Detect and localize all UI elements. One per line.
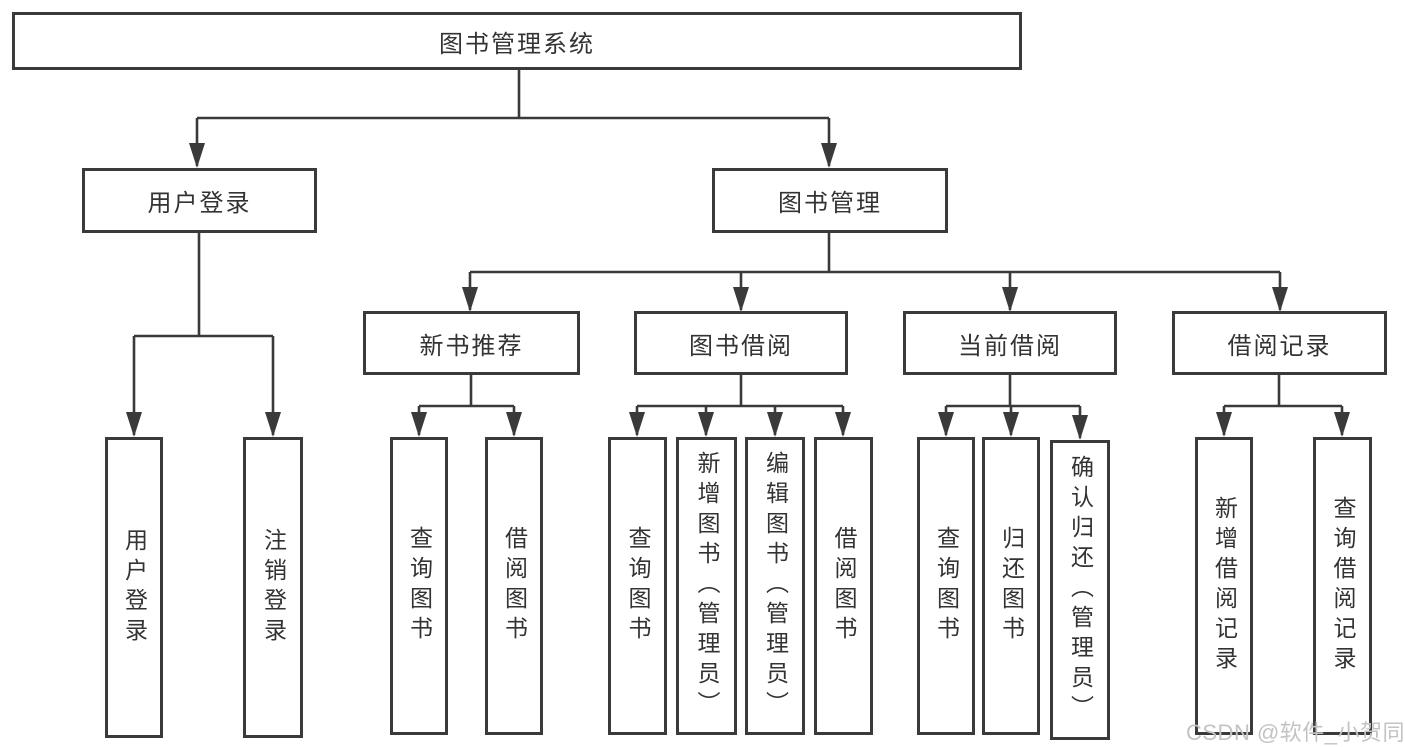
- leaf-logout-label: 注销登录: [260, 527, 287, 648]
- leaf-records-add: 新增借阅记录: [1195, 437, 1253, 735]
- leaf-current-query-label: 查询图书: [933, 526, 960, 646]
- leaf-borrow-query-label: 查询图书: [625, 526, 651, 646]
- leaf-records-query: 查询借阅记录: [1313, 437, 1372, 735]
- connector-userlogin-to-leaves: [134, 233, 273, 338]
- connector-records-to-leaves: [1224, 375, 1342, 408]
- connector-bookmgmt-to-level3: [470, 233, 1280, 274]
- connector-borrow-to-leaves: [637, 375, 843, 408]
- leaf-borrow-query: 查询图书: [608, 437, 667, 735]
- leaf-borrow-borrow-label: 借阅图书: [831, 526, 857, 646]
- leaf-user-login: 用户登录: [105, 437, 163, 738]
- leaf-current-confirm-admin: 确认归还（管理员）: [1050, 440, 1110, 740]
- connector-current-to-leaves: [946, 375, 1080, 408]
- leaf-logout: 注销登录: [243, 437, 303, 738]
- node-new-book-recommend: 新书推荐: [363, 311, 580, 375]
- leaf-borrow-edit-admin: 编辑图书（管理员）: [745, 437, 805, 735]
- leaf-records-query-label: 查询借阅记录: [1330, 496, 1356, 676]
- node-book-borrow: 图书借阅: [634, 311, 848, 375]
- node-user-login: 用户登录: [82, 168, 317, 233]
- leaf-newbook-borrow-label: 借阅图书: [501, 526, 528, 646]
- leaf-current-query: 查询图书: [917, 437, 975, 735]
- leaf-newbook-query-label: 查询图书: [406, 526, 433, 646]
- leaf-borrow-borrow: 借阅图书: [814, 437, 873, 735]
- node-root: 图书管理系统: [12, 12, 1022, 70]
- node-current-borrow: 当前借阅: [903, 311, 1117, 375]
- leaf-user-login-label: 用户登录: [121, 527, 148, 648]
- node-borrow-records: 借阅记录: [1172, 311, 1387, 375]
- leaf-newbook-query: 查询图书: [390, 437, 448, 735]
- leaf-borrow-add-admin-label: 新增图书（管理员）: [694, 451, 720, 721]
- connector-newbook-to-leaves: [419, 375, 514, 408]
- leaf-current-return-label: 归还图书: [998, 526, 1025, 646]
- watermark: CSDN @软件_小贺同学: [1186, 720, 1405, 745]
- leaf-current-confirm-admin-label: 确认归还（管理员）: [1067, 455, 1094, 725]
- leaf-records-add-label: 新增借阅记录: [1211, 496, 1238, 676]
- leaf-newbook-borrow: 借阅图书: [485, 437, 543, 735]
- connector-root-to-level2: [197, 70, 829, 120]
- leaf-current-return: 归还图书: [982, 437, 1040, 735]
- leaf-borrow-edit-admin-label: 编辑图书（管理员）: [762, 451, 789, 721]
- leaf-borrow-add-admin: 新增图书（管理员）: [676, 437, 737, 735]
- node-book-management: 图书管理: [712, 168, 948, 233]
